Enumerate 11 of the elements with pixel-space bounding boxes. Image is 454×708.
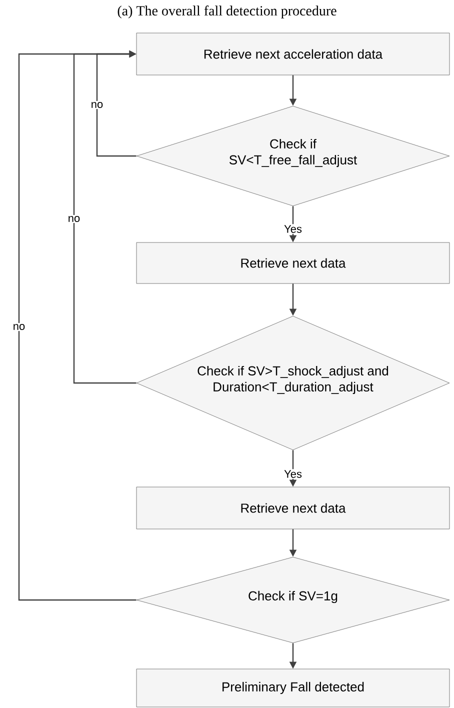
figure-title: (a) The overall fall detection procedure [118,6,336,18]
edge-label: Yes [283,469,303,479]
arrow [18,50,136,601]
edge-label: Yes [283,224,303,234]
edge-label: no [90,101,104,110]
process-box: Preliminary Fall detected [136,668,450,708]
edge-label: no [66,215,82,224]
process-box: Retrieve next data [136,242,450,284]
process-box: Retrieve next acceleration data [136,32,450,76]
edge-label: no [12,323,26,332]
process-box: Retrieve next data [136,486,450,530]
